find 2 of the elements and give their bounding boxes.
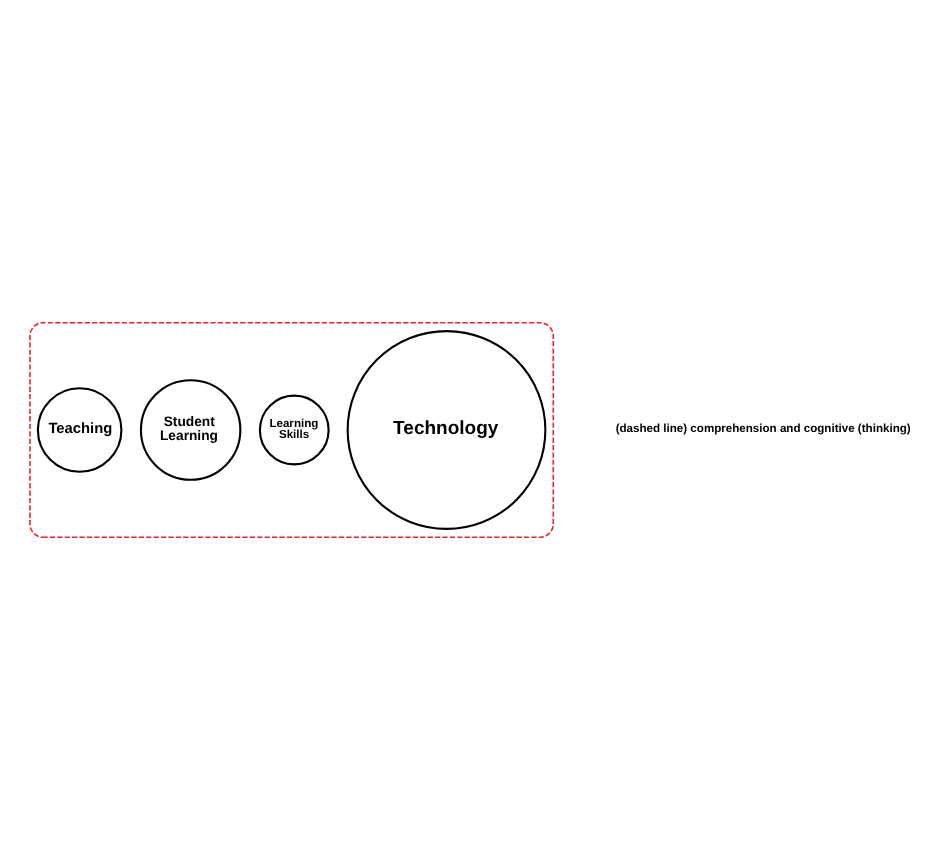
cluster (29, 320, 555, 538)
node-circle: Technology (346, 329, 547, 529)
